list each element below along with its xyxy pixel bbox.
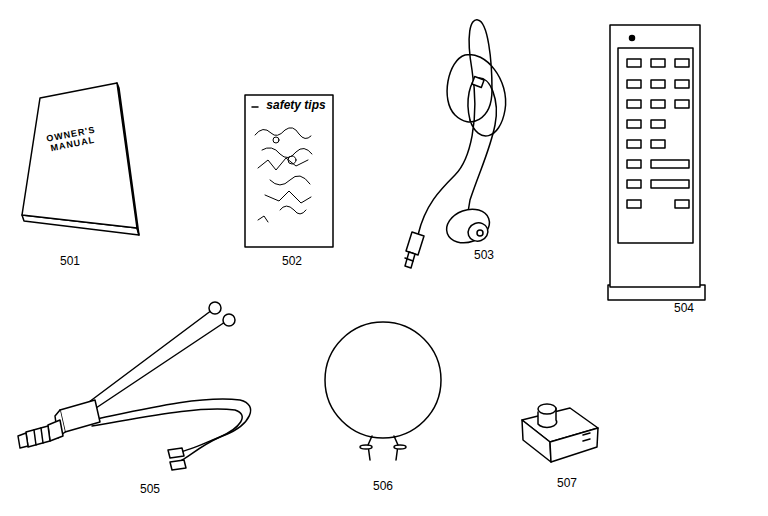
remote-drawing (608, 25, 705, 300)
callout-number: 505 (140, 483, 160, 496)
callout-number: 507 (557, 477, 577, 490)
safety-booklet-drawing (245, 95, 333, 247)
cable-drawing (405, 20, 506, 268)
callout-number: 503 (474, 249, 494, 262)
callout-number: 504 (674, 302, 694, 315)
loop-antenna-drawing (325, 322, 441, 460)
callout-number: 502 (282, 255, 302, 268)
antenna-splitter-drawing (18, 302, 251, 470)
callout-number: 501 (60, 255, 80, 268)
callout-number: 506 (373, 480, 393, 493)
manual-drawing (22, 83, 139, 235)
cover-text: safety tips (266, 99, 325, 112)
adapter-drawing (522, 404, 598, 462)
